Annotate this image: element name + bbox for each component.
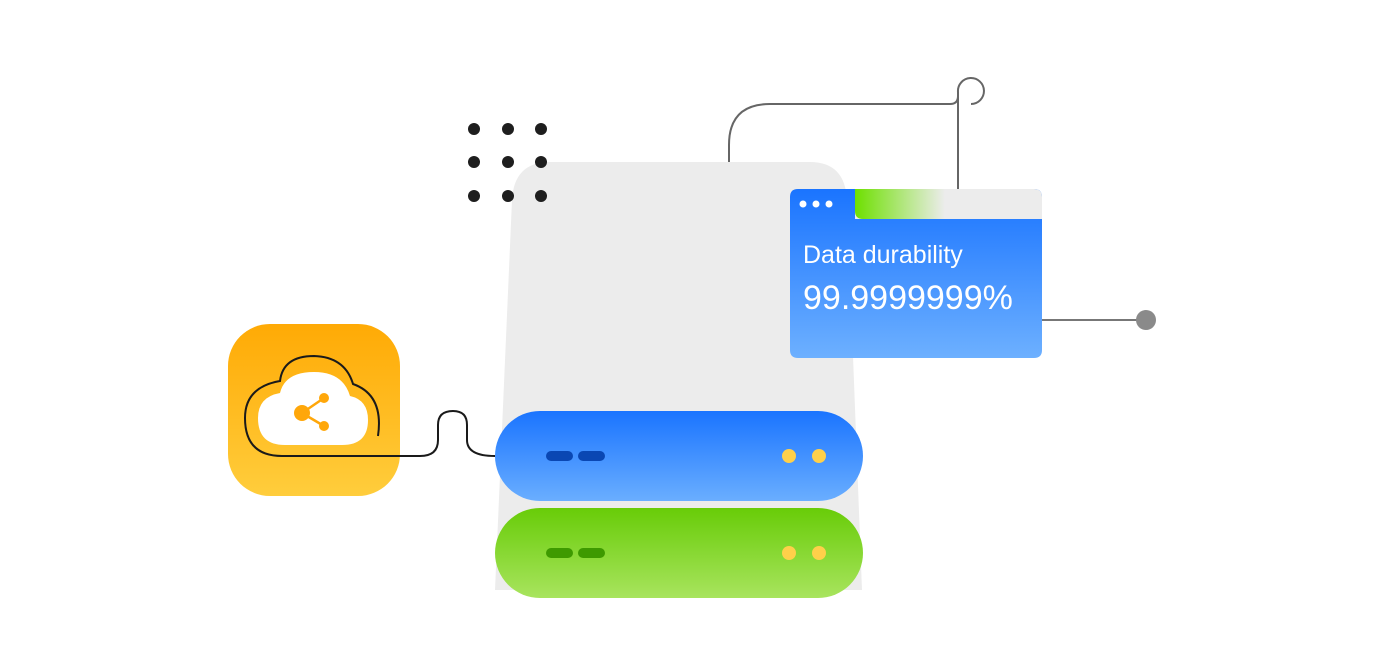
dot-grid-icon <box>468 123 547 202</box>
connector-line-top <box>728 77 985 189</box>
durability-card <box>790 189 1042 358</box>
connector-node <box>1136 310 1156 330</box>
durability-value: 99.9999999% <box>803 279 1013 317</box>
cable-line <box>243 354 496 457</box>
durability-label: Data durability <box>803 241 963 269</box>
server-drive-green <box>495 508 863 598</box>
window-dots-icon <box>799 200 833 208</box>
server-drive-blue <box>495 411 863 501</box>
cloud-share-icon <box>228 324 400 496</box>
